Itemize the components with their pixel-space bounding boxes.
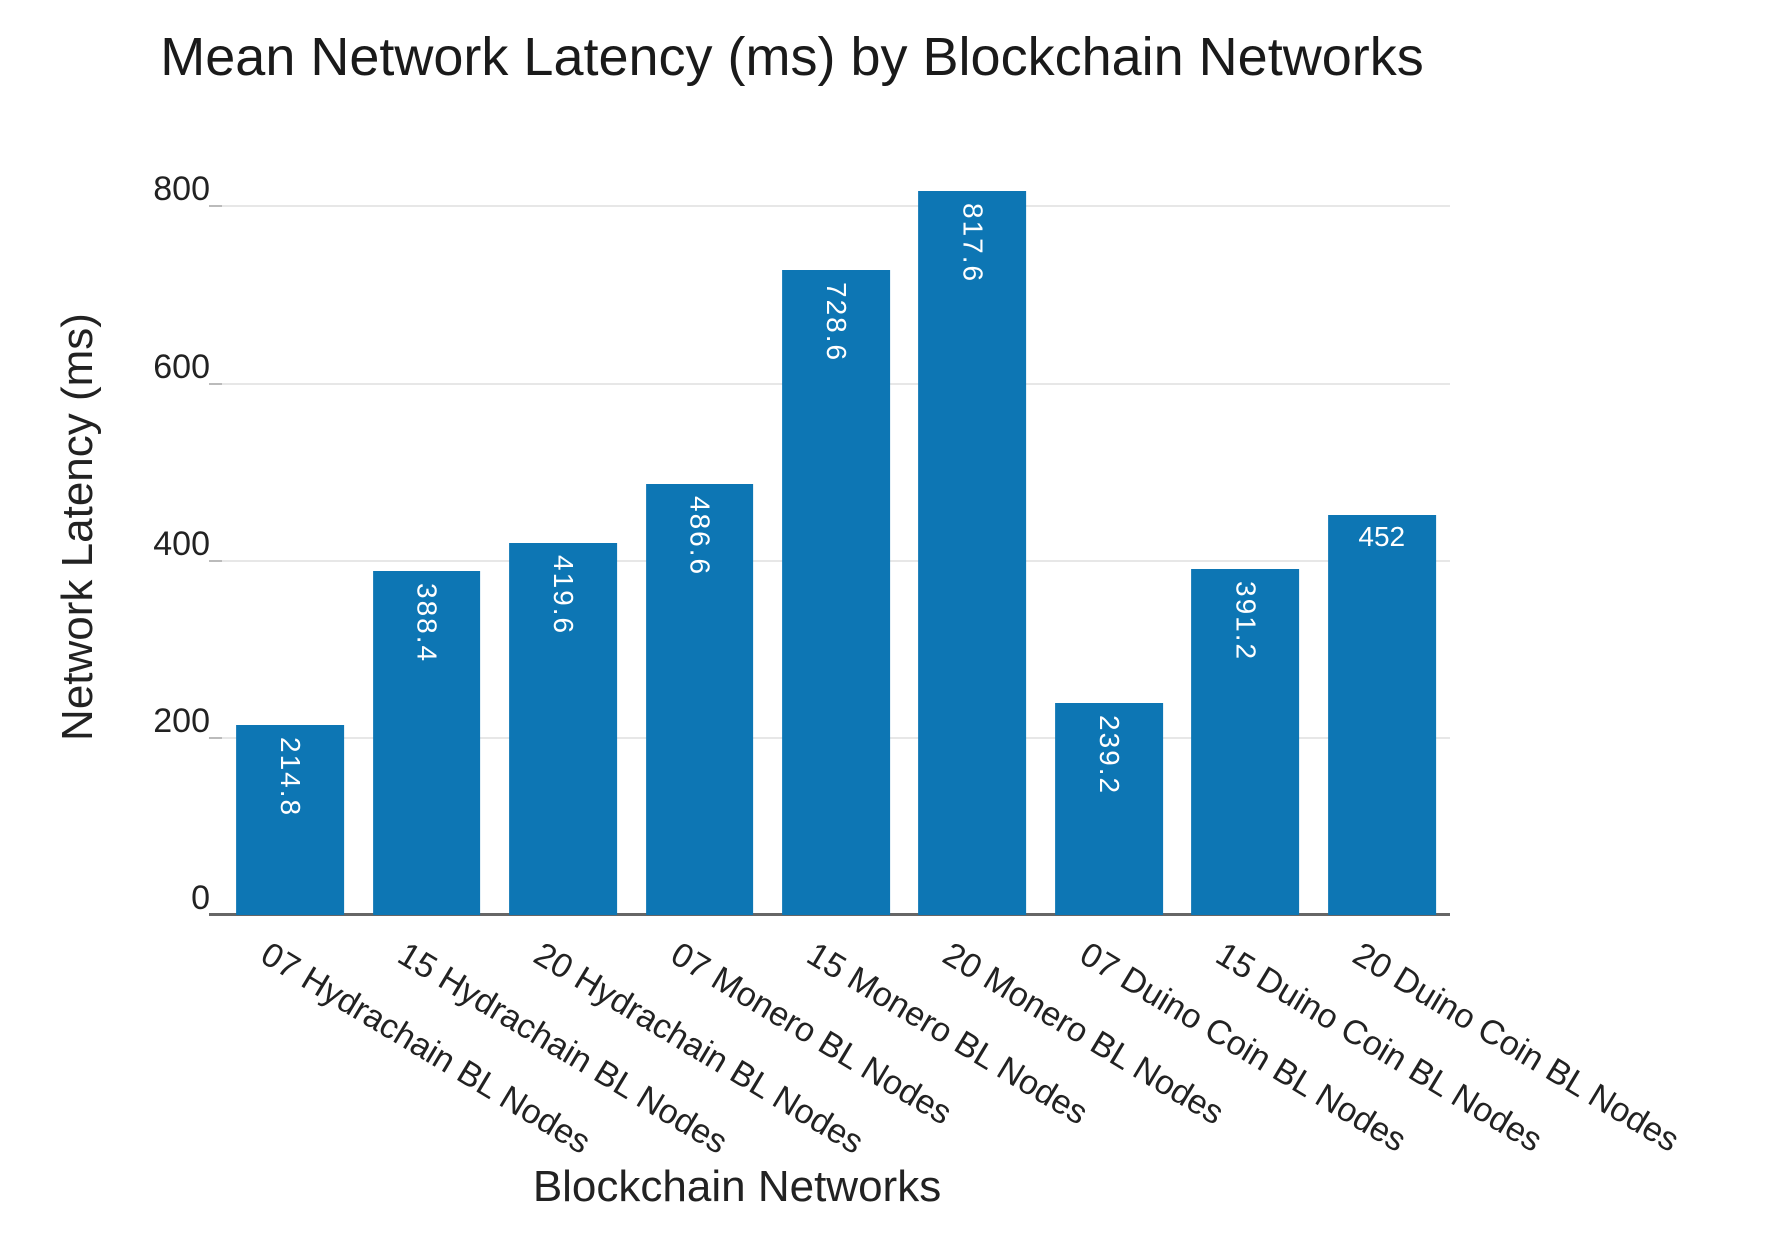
x-axis-title: Blockchain Networks [532, 1162, 942, 1211]
bar-07 Duino Coin BL Nodes: 239.2 [1054, 703, 1163, 915]
bar-20 Hydrachain BL Nodes: 419.6 [509, 543, 617, 915]
bar-slot-2: 419.6 [495, 140, 631, 915]
y-tick-mark-800 [209, 205, 222, 208]
plot-area: 214.8 388.4 419.6 486.6 728.6 817.6 239.2 391.2… [153, 140, 1450, 916]
bar-value-label: 452 [1358, 520, 1406, 552]
y-tick-label-800: 800 [153, 170, 210, 209]
bar-slot-8: 452 [1314, 140, 1450, 915]
bar-value-label: 391.2 [1230, 580, 1262, 661]
bar-value-label: 817.6 [957, 202, 989, 283]
bar-20 Duino Coin BL Nodes: 452 [1327, 514, 1436, 915]
y-tick-mark-200 [209, 736, 222, 739]
bar-15 Hydrachain BL Nodes: 388.4 [372, 571, 481, 915]
bar-slot-3: 486.6 [631, 140, 767, 915]
bar-slot-4: 728.6 [768, 140, 904, 915]
bar-series: 214.8 388.4 419.6 486.6 728.6 817.6 239.2 391.2… [222, 140, 1450, 915]
bar-15 Monero BL Nodes: 728.6 [782, 269, 890, 915]
y-tick-label-200: 200 [153, 701, 210, 740]
bar-slot-7: 391.2 [1177, 140, 1313, 915]
bar-value-label: 214.8 [275, 736, 307, 817]
y-tick-mark-0 [209, 913, 222, 916]
bar-15 Duino Coin BL Nodes: 391.2 [1191, 568, 1300, 915]
bar-slot-5: 817.6 [904, 140, 1040, 915]
y-tick-mark-600 [209, 382, 222, 385]
chart-title: Mean Network Latency (ms) by Blockchain … [160, 27, 1424, 87]
bar-value-label: 419.6 [548, 555, 580, 636]
y-tick-label-400: 400 [153, 524, 210, 563]
bar-value-label: 486.6 [684, 496, 716, 577]
bar-value-label: 388.4 [411, 583, 443, 664]
y-tick-label-0: 0 [191, 879, 210, 917]
y-tick-label-600: 600 [153, 347, 210, 386]
bar-20 Monero BL Nodes: 817.6 [918, 190, 1027, 915]
bar-slot-6: 239.2 [1041, 140, 1177, 915]
bar-07 Hydrachain BL Nodes: 214.8 [236, 724, 345, 915]
bar-slot-1: 388.4 [358, 140, 494, 915]
bar-07 Monero BL Nodes: 486.6 [645, 484, 754, 915]
y-tick-mark-400 [209, 559, 222, 562]
bar-value-label: 728.6 [820, 281, 852, 362]
bar-value-label: 239.2 [1093, 715, 1125, 796]
bar-slot-0: 214.8 [222, 140, 358, 915]
gridline-y-800 [222, 205, 1450, 208]
